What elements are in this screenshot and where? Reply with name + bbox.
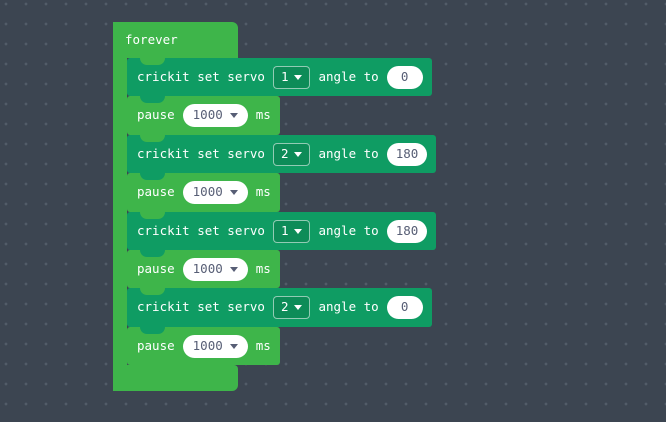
chevron-down-icon <box>229 343 238 349</box>
servo-number-value: 1 <box>280 222 289 238</box>
block-label-pause: pause <box>137 107 175 123</box>
angle-value-field[interactable]: 180 <box>386 142 428 166</box>
block-crickit-set-servo[interactable]: crickit set servo 2 angle to 180 <box>127 135 437 173</box>
angle-value-field[interactable]: 0 <box>386 296 423 319</box>
chevron-down-icon <box>229 190 238 195</box>
block-label-infix: angle to <box>318 222 379 238</box>
block-label-prefix: crickit set servo <box>137 299 265 315</box>
connector-bump <box>140 323 165 334</box>
block-pause[interactable]: pause 1000 ms <box>127 96 280 135</box>
servo-number-value: 1 <box>280 68 289 84</box>
duration-value: 1000 <box>192 107 223 123</box>
forever-block-spine <box>113 22 127 391</box>
chevron-down-icon <box>294 74 303 80</box>
block-label-infix: angle to <box>318 68 379 84</box>
connector-bump <box>140 361 165 372</box>
block-crickit-set-servo[interactable]: crickit set servo 1 angle to 0 <box>127 58 432 96</box>
duration-dropdown[interactable]: 1000 <box>182 334 248 358</box>
block-crickit-set-servo[interactable]: crickit set servo 2 angle to 0 <box>127 288 432 327</box>
block-label-prefix: crickit set servo <box>137 145 265 161</box>
connector-bump <box>140 208 165 219</box>
angle-value-field[interactable]: 180 <box>386 219 428 243</box>
forever-block-foot <box>113 365 238 391</box>
block-label-infix: angle to <box>318 299 379 315</box>
chevron-down-icon <box>229 266 238 272</box>
servo-number-value: 2 <box>280 145 289 161</box>
connector-bump <box>140 284 165 295</box>
block-label-ms: ms <box>255 107 271 123</box>
servo-number-dropdown[interactable]: 1 <box>272 219 311 243</box>
connector-bump <box>140 54 165 65</box>
connector-bump <box>140 92 165 103</box>
block-crickit-set-servo[interactable]: crickit set servo 1 angle to 180 <box>127 212 437 250</box>
servo-number-dropdown[interactable]: 2 <box>272 296 311 319</box>
servo-number-dropdown[interactable]: 1 <box>272 65 311 89</box>
servo-number-value: 2 <box>280 299 289 315</box>
duration-dropdown[interactable]: 1000 <box>182 181 248 204</box>
connector-bump <box>140 246 165 257</box>
block-label-prefix: crickit set servo <box>137 68 265 84</box>
chevron-down-icon <box>294 151 303 157</box>
duration-value: 1000 <box>192 337 223 353</box>
duration-dropdown[interactable]: 1000 <box>182 104 248 127</box>
block-label-ms: ms <box>255 337 271 353</box>
duration-value: 1000 <box>192 184 223 200</box>
chevron-down-icon <box>229 113 238 118</box>
block-forever[interactable]: forever <box>113 22 238 58</box>
block-label-ms: ms <box>255 260 271 276</box>
block-label-infix: angle to <box>318 145 379 161</box>
angle-value-field[interactable]: 0 <box>386 65 423 89</box>
block-label-pause: pause <box>137 184 175 200</box>
block-label-prefix: crickit set servo <box>137 222 265 238</box>
duration-value: 1000 <box>192 260 223 276</box>
forever-label: forever <box>125 31 178 47</box>
connector-bump <box>140 169 165 180</box>
block-label-pause: pause <box>137 260 175 276</box>
chevron-down-icon <box>294 228 303 234</box>
block-label-pause: pause <box>137 337 175 353</box>
block-label-ms: ms <box>255 184 271 200</box>
connector-bump <box>140 131 165 142</box>
chevron-down-icon <box>294 305 303 310</box>
duration-dropdown[interactable]: 1000 <box>182 257 248 281</box>
servo-number-dropdown[interactable]: 2 <box>272 142 311 166</box>
